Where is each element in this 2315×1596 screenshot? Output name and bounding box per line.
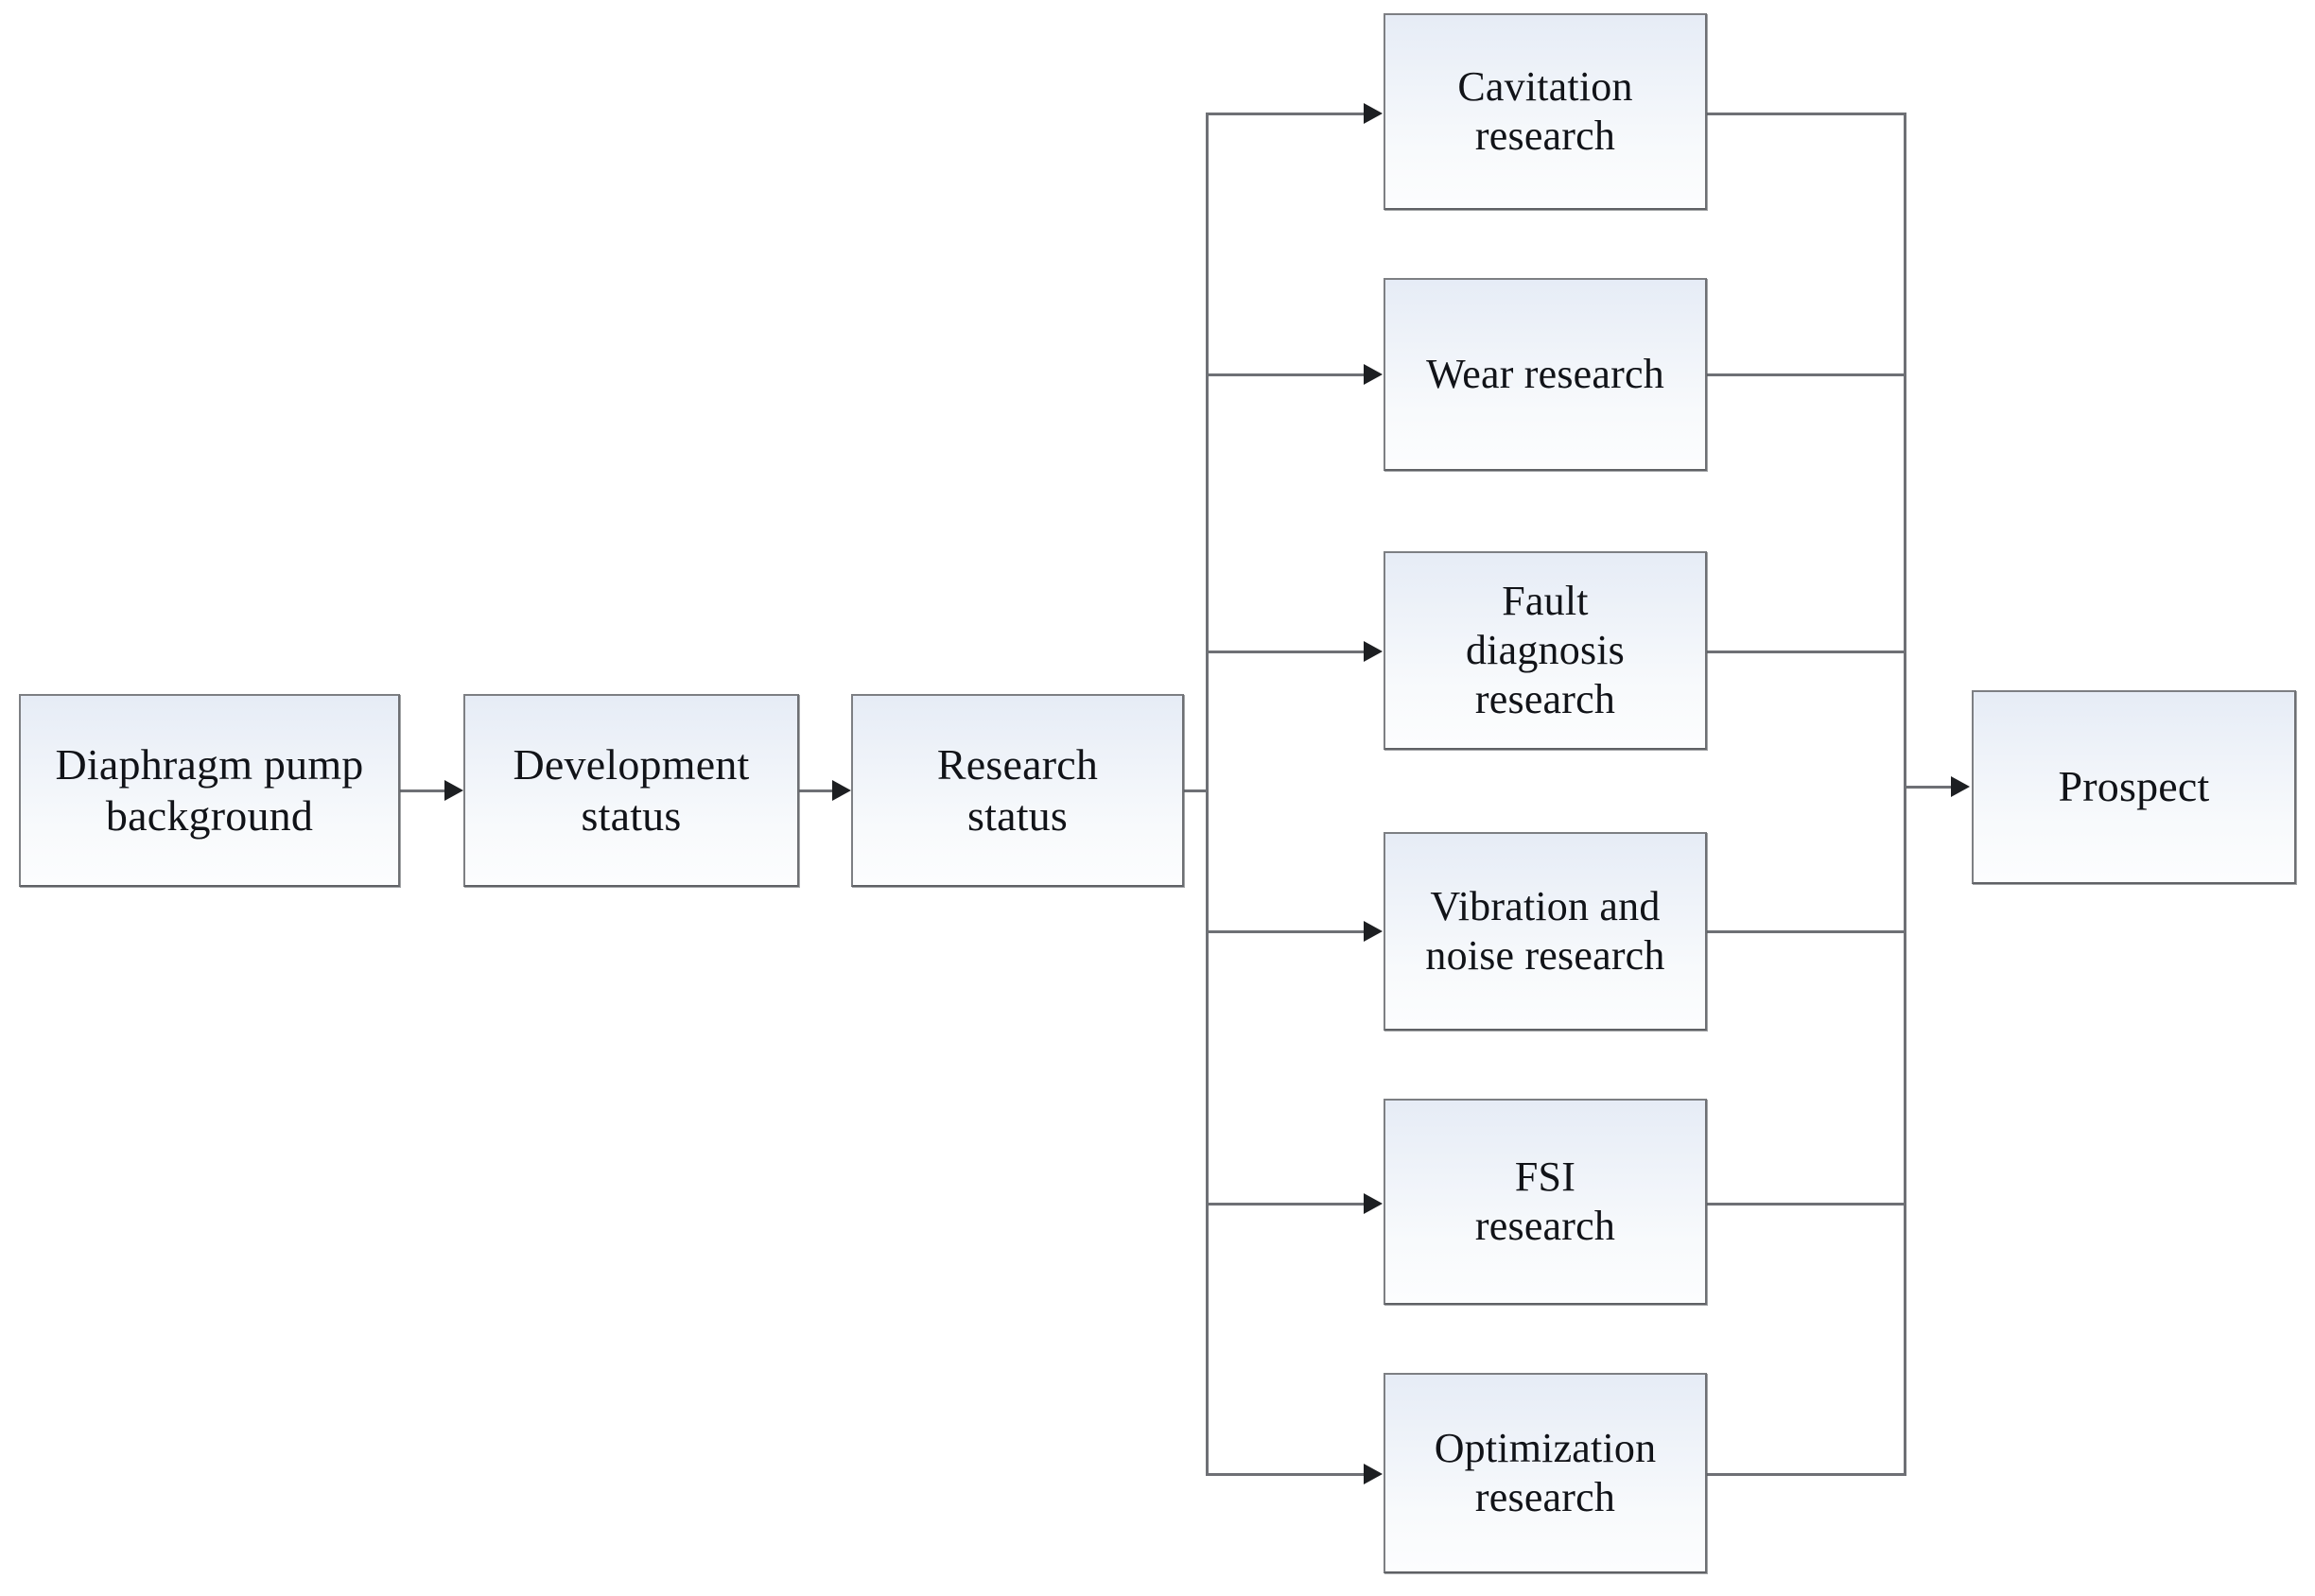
- node-prospect[interactable]: Prospect: [1972, 690, 2296, 884]
- connector-bus-to-optimization: [1206, 1473, 1365, 1476]
- merge-bus-vertical: [1904, 113, 1906, 1476]
- node-label: Research status: [936, 739, 1099, 840]
- node-label: Optimization research: [1434, 1425, 1657, 1520]
- branch-bus-vertical: [1206, 113, 1209, 1476]
- node-label: Development status: [513, 739, 750, 840]
- arrowhead-research: [832, 780, 851, 801]
- connector-background-to-development: [400, 789, 445, 792]
- arrowhead-optimization: [1364, 1464, 1383, 1484]
- connector-research-to-bus: [1184, 789, 1209, 792]
- connector-bus-to-fault: [1206, 651, 1365, 653]
- connector-bus-to-vibration: [1206, 930, 1365, 933]
- connector-bus-to-cavitation: [1206, 113, 1365, 115]
- node-label: Vibration and noise research: [1425, 883, 1665, 979]
- arrowhead-fault: [1364, 641, 1383, 662]
- connector-vibration-to-merge: [1707, 930, 1906, 933]
- node-label: Cavitation research: [1457, 63, 1633, 159]
- arrowhead-vibration: [1364, 921, 1383, 942]
- node-cavitation-research[interactable]: Cavitation research: [1384, 13, 1707, 210]
- node-vibration-and-noise-research[interactable]: Vibration and noise research: [1384, 832, 1707, 1031]
- connector-merge-to-prospect: [1904, 786, 1956, 789]
- node-label: Wear research: [1426, 351, 1664, 398]
- connector-wear-to-merge: [1707, 373, 1906, 376]
- node-label: Diaphragm pump background: [55, 739, 364, 840]
- arrowhead-development: [444, 780, 463, 801]
- arrowhead-prospect: [1951, 776, 1970, 797]
- node-label: Prospect: [2058, 762, 2210, 811]
- node-research-status[interactable]: Research status: [851, 694, 1184, 887]
- node-fault-diagnosis-research[interactable]: Fault diagnosis research: [1384, 551, 1707, 750]
- connector-fault-to-merge: [1707, 651, 1906, 653]
- node-diaphragm-pump-background[interactable]: Diaphragm pump background: [19, 694, 400, 887]
- node-development-status[interactable]: Development status: [463, 694, 799, 887]
- arrowhead-fsi: [1364, 1193, 1383, 1214]
- node-label: Fault diagnosis research: [1465, 578, 1626, 722]
- connector-fsi-to-merge: [1707, 1203, 1906, 1206]
- node-label: FSI research: [1474, 1154, 1616, 1249]
- arrowhead-wear: [1364, 364, 1383, 385]
- connector-bus-to-wear: [1206, 373, 1365, 376]
- node-fsi-research[interactable]: FSI research: [1384, 1099, 1707, 1305]
- node-wear-research[interactable]: Wear research: [1384, 278, 1707, 471]
- connector-development-to-research: [799, 789, 833, 792]
- node-optimization-research[interactable]: Optimization research: [1384, 1373, 1707, 1573]
- connector-cavitation-to-merge: [1707, 113, 1906, 115]
- connector-optimization-to-merge: [1707, 1473, 1906, 1476]
- connector-bus-to-fsi: [1206, 1203, 1365, 1206]
- arrowhead-cavitation: [1364, 103, 1383, 124]
